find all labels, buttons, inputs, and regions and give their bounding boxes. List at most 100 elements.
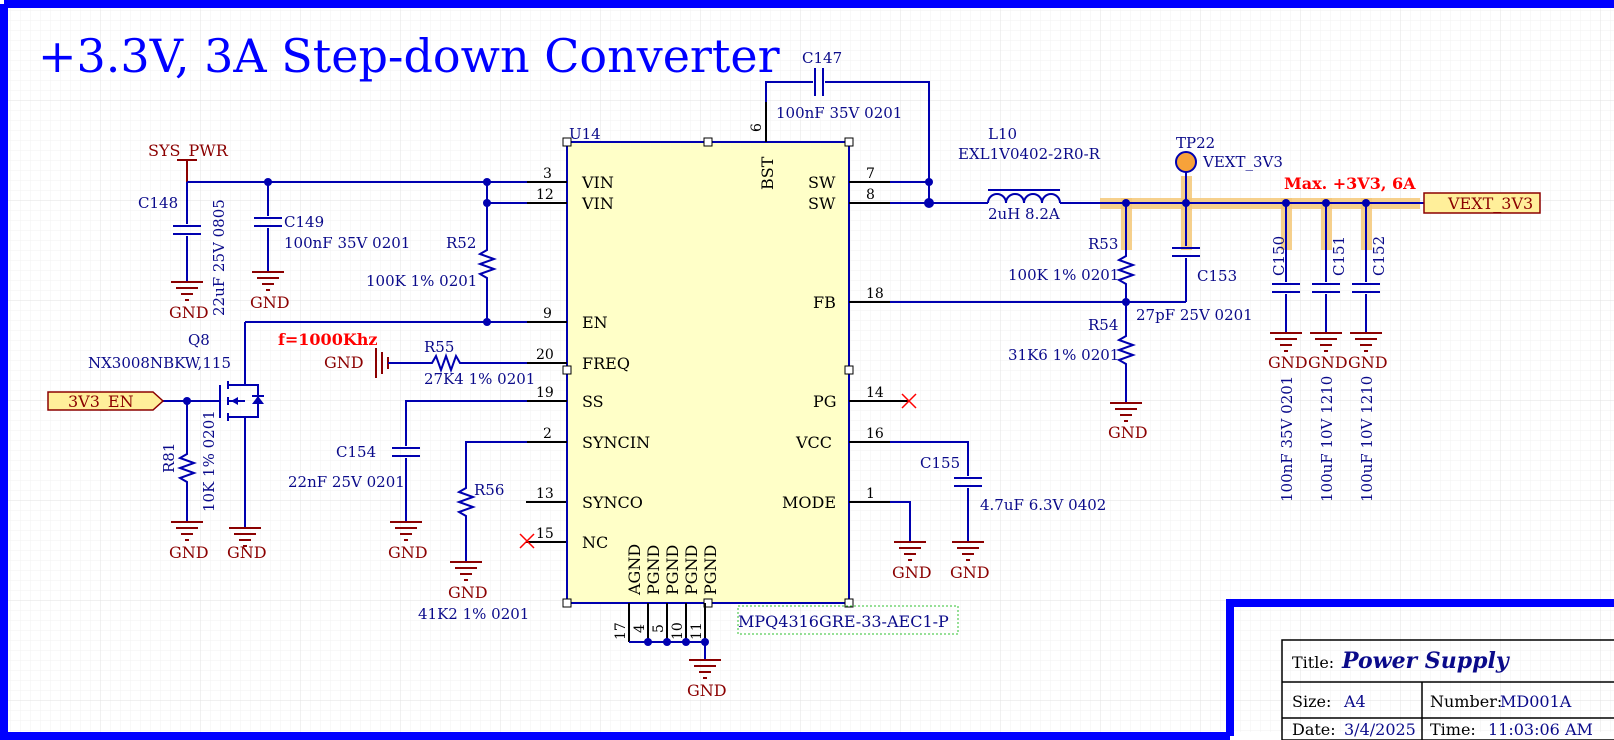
capacitor-c150[interactable]: C150 100nF 35V 0201 [1270, 203, 1300, 502]
gnd-label-r56: GND [448, 583, 488, 602]
resistor-r53[interactable]: R53 100K 1% 0201 [1008, 203, 1136, 302]
pin1-name: MODE [782, 493, 836, 512]
capacitor-c151[interactable]: C151 100uF 10V 1210 [1312, 203, 1348, 502]
ic-u14[interactable]: U14 MPQ4316GRE-33-AEC1-P 3 VIN 12 VIN 9 … [527, 102, 959, 642]
pin10-num: 10 [670, 622, 686, 640]
r56-value: 41K2 1% 0201 [418, 605, 529, 623]
pin19-name: SS [582, 392, 604, 411]
r55-value: 27K4 1% 0201 [424, 370, 535, 388]
port-vext-3v3[interactable]: VEXT_3V3 [1423, 192, 1541, 214]
r54-value: 31K6 1% 0201 [1008, 346, 1119, 364]
q8-value: NX3008NBKW,115 [88, 354, 231, 372]
mosfet-q8[interactable]: Q8 NX3008NBKW,115 [88, 322, 264, 528]
gnd-label-r54: GND [1108, 423, 1148, 442]
pin9-name: EN [582, 313, 608, 332]
r81-designator: R81 [160, 443, 178, 473]
pin13-num: 13 [536, 486, 554, 502]
pin18-num: 18 [866, 286, 884, 302]
pin11-name: PGND [701, 545, 720, 595]
gnd-label-c151: GND [1308, 353, 1348, 372]
q8-designator: Q8 [188, 331, 210, 349]
capacitor-c153[interactable]: C153 27pF 25V 0201 [1136, 203, 1253, 324]
freq-note: f=1000Khz [278, 330, 377, 349]
resistor-r56[interactable]: R56 41K2 1% 0201 [418, 441, 567, 623]
r53-designator: R53 [1088, 235, 1118, 253]
gnd-label-ic: GND [687, 681, 727, 700]
c150-designator: C150 [1270, 236, 1288, 276]
c147-designator: C147 [802, 49, 842, 67]
capacitor-c154[interactable]: C154 22nF 25V 0201 [288, 400, 567, 522]
r53-value: 100K 1% 0201 [1008, 266, 1119, 284]
tp22-designator: TP22 [1176, 134, 1215, 152]
tp22-value: VEXT_3V3 [1202, 153, 1283, 171]
inductor-l10[interactable]: L10 EXL1V0402-2R0-R 2uH 8.2A [958, 125, 1101, 223]
gnd-label-c149: GND [250, 293, 290, 312]
gnd-label-c152: GND [1348, 353, 1388, 372]
capacitor-c152[interactable]: C152 100uF 10V 1210 [1352, 203, 1388, 502]
resistor-r54[interactable]: R54 31K6 1% 0201 [1008, 302, 1136, 403]
c149-value: 100nF 35V 0201 [284, 234, 410, 252]
tb-date-label: Date: [1292, 720, 1336, 739]
pin7-num: 7 [866, 166, 875, 182]
pin14-name: PG [813, 392, 837, 411]
pin3-num: 3 [543, 166, 552, 182]
tb-number-label: Number: [1430, 692, 1502, 711]
r54-designator: R54 [1088, 316, 1118, 334]
r55-designator: R55 [424, 338, 454, 356]
pin12-name: VIN [581, 194, 614, 213]
capacitor-c155[interactable]: C155 4.7uF 6.3V 0402 [890, 441, 1106, 542]
pin3-name: VIN [581, 173, 614, 192]
r52-designator: R52 [446, 234, 476, 252]
pin15-num: 15 [536, 526, 554, 542]
l10-part: EXL1V0402-2R0-R [958, 145, 1101, 163]
nc-mark-pin15 [519, 533, 535, 549]
en-port-label: 3V3_EN [68, 392, 134, 411]
pin10-name: PGND [682, 545, 701, 595]
pin17-name: AGND [625, 544, 644, 596]
capacitor-c148[interactable]: C148 22uF 25V 0805 [138, 182, 228, 316]
pin17-num: 17 [613, 622, 629, 640]
pin2-name: SYNCIN [582, 433, 650, 452]
gnd-label-mode: GND [892, 563, 932, 582]
pin16-num: 16 [866, 426, 884, 442]
capacitor-c149[interactable]: C149 100nF 35V 0201 [254, 182, 410, 272]
c155-value: 4.7uF 6.3V 0402 [980, 496, 1106, 514]
gnd-label-r81: GND [169, 543, 209, 562]
resistor-r55[interactable]: R55 27K4 1% 0201 [388, 338, 567, 388]
freq-network: f=1000Khz GND [278, 330, 389, 378]
pin13-name: SYNCO [582, 493, 643, 512]
page-title: +3.3V, 3A Step-down Converter [38, 29, 780, 83]
c154-designator: C154 [336, 443, 376, 461]
pin9-num: 9 [543, 306, 552, 322]
pin15-name: NC [582, 533, 608, 552]
ground-symbols: GND GND GND GND GND GND GND GND GND GND … [169, 271, 1388, 700]
pin11-num: 11 [689, 622, 705, 640]
pin20-num: 20 [536, 347, 554, 363]
pin6-num: 6 [749, 123, 765, 132]
c151-value: 100uF 10V 1210 [1318, 376, 1336, 502]
r56-designator: R56 [474, 481, 504, 499]
c152-value: 100uF 10V 1210 [1358, 376, 1376, 502]
pin14-num: 14 [866, 385, 884, 401]
testpoint-tp22[interactable]: TP22 VEXT_3V3 [1175, 134, 1283, 203]
pin6-name: BST [758, 156, 777, 190]
tb-time-value: 11:03:06 AM [1488, 720, 1593, 739]
resistor-r52[interactable]: R52 100K 1% 0201 [366, 203, 497, 322]
u14-designator: U14 [569, 125, 601, 143]
port-3v3-en[interactable]: 3V3_EN [47, 391, 165, 411]
resistor-r81[interactable]: R81 10K 1% 0201 [160, 401, 218, 522]
c152-designator: C152 [1370, 236, 1388, 276]
pin5-name: PGND [663, 545, 682, 595]
out-port-label: VEXT_3V3 [1447, 194, 1533, 213]
c153-value: 27pF 25V 0201 [1136, 306, 1253, 324]
c147-value: 100nF 35V 0201 [776, 104, 902, 122]
pin20-name: FREQ [582, 354, 630, 373]
gnd-freq-label: GND [324, 353, 364, 372]
gnd-label-c155: GND [950, 563, 990, 582]
tb-number-value: MD001A [1500, 692, 1572, 711]
pin12-num: 12 [536, 187, 554, 203]
capacitor-c147[interactable]: C147 100nF 35V 0201 [765, 49, 930, 203]
tb-size-value: A4 [1343, 692, 1366, 711]
